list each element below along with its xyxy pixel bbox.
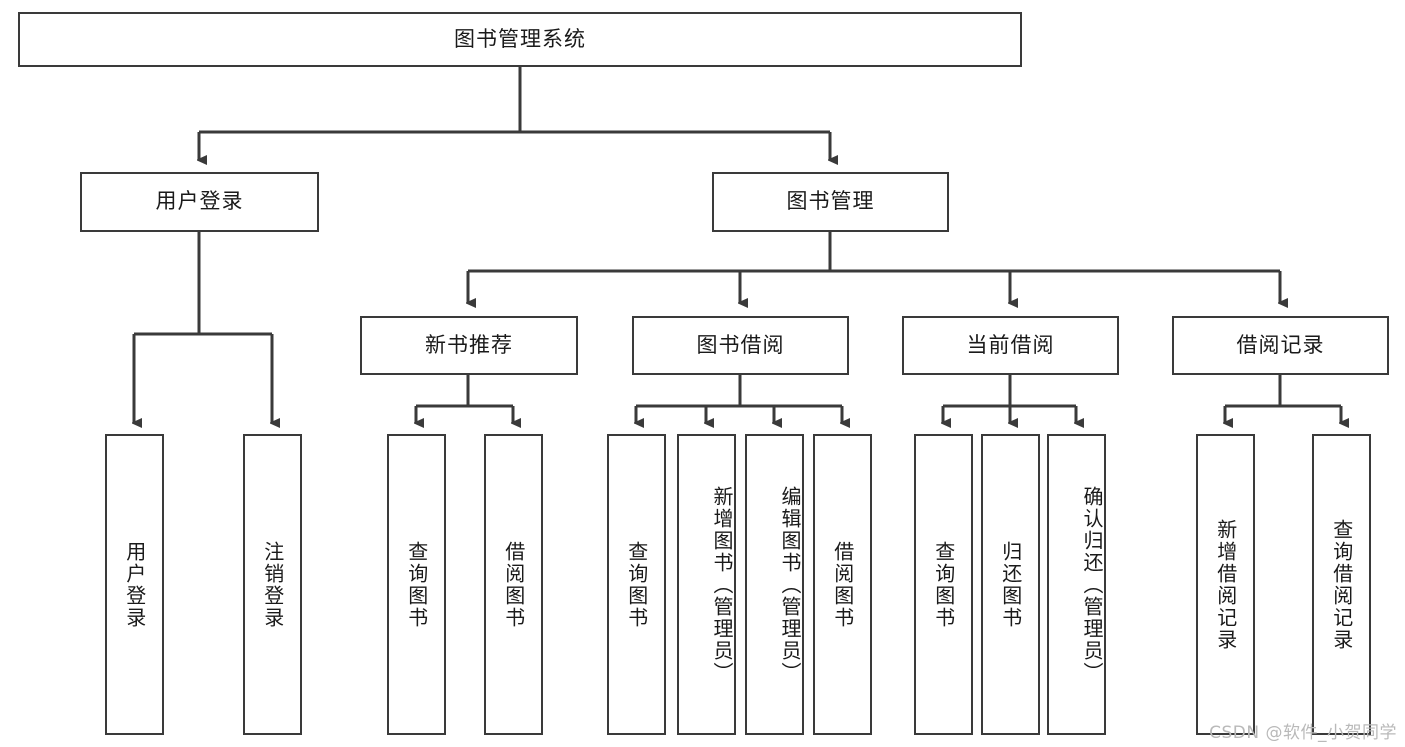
node-edit-book-admin-label: 编辑图书（管理员） — [778, 485, 802, 684]
node-query-book-b[interactable]: 查询图书 — [607, 434, 666, 735]
node-return-book[interactable]: 归还图书 — [981, 434, 1040, 735]
node-borrow-record[interactable]: 借阅记录 — [1172, 316, 1389, 375]
node-root[interactable]: 图书管理系统 — [18, 12, 1022, 67]
node-borrow-book-a[interactable]: 借阅图书 — [484, 434, 543, 735]
node-borrow-record-label: 借阅记录 — [1236, 332, 1325, 357]
node-borrow-book-b[interactable]: 借阅图书 — [813, 434, 872, 735]
node-new-book-recommend[interactable]: 新书推荐 — [360, 316, 578, 375]
node-query-book-c-label: 查询图书 — [931, 540, 956, 629]
node-user-login-leaf[interactable]: 用户登录 — [105, 434, 164, 735]
node-current-borrow[interactable]: 当前借阅 — [902, 316, 1119, 375]
node-new-book-recommend-label: 新书推荐 — [425, 332, 513, 357]
node-user-login[interactable]: 用户登录 — [80, 172, 319, 232]
node-user-login-leaf-label: 用户登录 — [122, 540, 147, 629]
node-book-manage-label: 图书管理 — [786, 189, 875, 214]
node-query-borrow-record-label: 查询借阅记录 — [1329, 518, 1354, 651]
node-book-manage[interactable]: 图书管理 — [712, 172, 949, 232]
node-return-book-label: 归还图书 — [998, 540, 1023, 629]
node-query-book-b-label: 查询图书 — [624, 540, 649, 629]
node-edit-book-admin[interactable]: 编辑图书（管理员） — [745, 434, 804, 735]
node-logout-leaf-label: 注销登录 — [260, 540, 285, 629]
node-borrow-book-a-label: 借阅图书 — [501, 540, 526, 629]
node-logout-leaf[interactable]: 注销登录 — [243, 434, 302, 735]
node-add-borrow-record[interactable]: 新增借阅记录 — [1196, 434, 1255, 735]
node-query-book-c[interactable]: 查询图书 — [914, 434, 973, 735]
node-add-book-admin-label: 新增图书（管理员） — [710, 485, 734, 684]
node-query-book-a[interactable]: 查询图书 — [387, 434, 446, 735]
node-confirm-return-admin-label: 确认归还（管理员） — [1080, 485, 1104, 684]
node-borrow-book-b-label: 借阅图书 — [830, 540, 855, 629]
node-current-borrow-label: 当前借阅 — [966, 332, 1055, 357]
node-user-login-label: 用户登录 — [155, 189, 244, 214]
node-query-book-a-label: 查询图书 — [404, 540, 429, 629]
node-add-borrow-record-label: 新增借阅记录 — [1213, 518, 1238, 651]
node-root-label: 图书管理系统 — [454, 26, 586, 51]
node-query-borrow-record[interactable]: 查询借阅记录 — [1312, 434, 1371, 735]
node-book-borrow-label: 图书借阅 — [696, 332, 785, 357]
node-add-book-admin[interactable]: 新增图书（管理员） — [677, 434, 736, 735]
node-book-borrow[interactable]: 图书借阅 — [632, 316, 849, 375]
node-confirm-return-admin[interactable]: 确认归还（管理员） — [1047, 434, 1106, 735]
